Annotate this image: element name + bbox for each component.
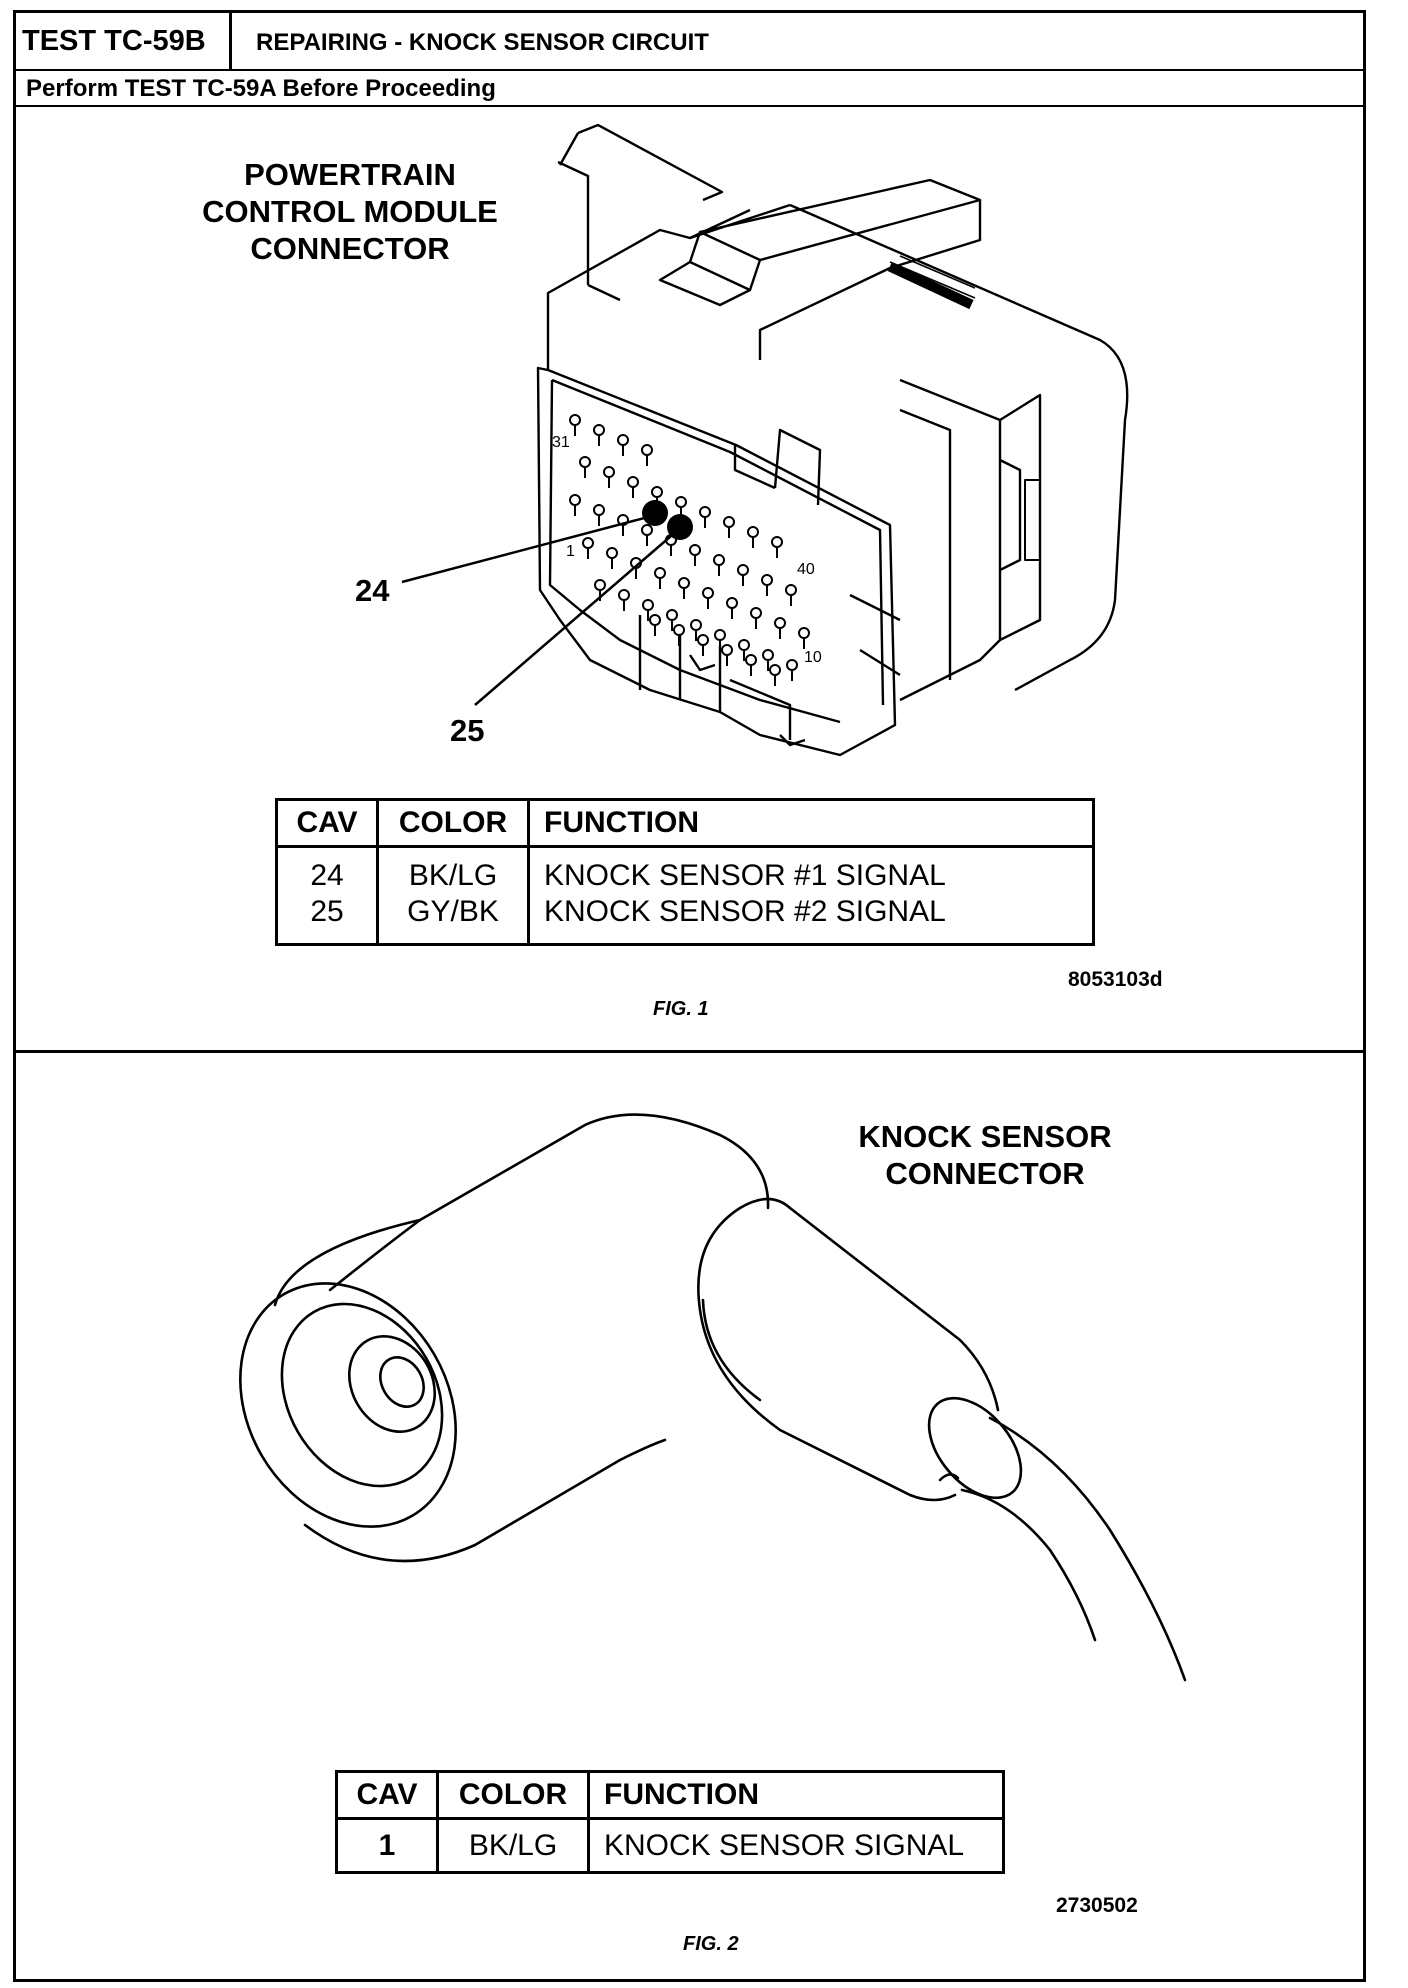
fig2-caption: FIG. 2: [683, 1933, 739, 1955]
connector-pin: [673, 624, 685, 636]
fig2-code: 2730502: [1056, 1894, 1138, 1917]
cav-cell: 24 25: [276, 846, 379, 945]
test-title: REPAIRING - KNOCK SENSOR CIRCUIT: [256, 29, 709, 56]
connector-pin: [642, 599, 654, 611]
connector-pin: [654, 567, 666, 579]
callout-24: 24: [355, 573, 390, 608]
test-subtitle: Perform TEST TC-59A Before Proceeding: [16, 69, 1363, 107]
color-cell: BK/LG: [437, 1818, 590, 1873]
connector-pin: [617, 434, 629, 446]
connector-pin: [771, 536, 783, 548]
test-id: TEST TC-59B: [16, 13, 232, 69]
col-cav-header: CAV: [336, 1771, 439, 1820]
pin-label-1: 1: [566, 543, 575, 560]
connector-pin: [666, 609, 678, 621]
connector-pin: [737, 564, 749, 576]
connector-pin: [798, 627, 810, 639]
col-cav-header: CAV: [276, 799, 379, 848]
knock-sensor-connector-label: KNOCK SENSOR CONNECTOR: [858, 1119, 1112, 1191]
callout-24-leader: [401, 514, 653, 584]
connector-pin: [721, 644, 733, 656]
connector-pin: [697, 634, 709, 646]
col-color-header: COLOR: [377, 799, 530, 848]
connector-pin: [714, 629, 726, 641]
function-cell: KNOCK SENSOR #1 SIGNAL KNOCK SENSOR #2 S…: [544, 859, 946, 928]
cav-cell: 1: [336, 1818, 439, 1873]
callout-25: 25: [450, 713, 485, 748]
connector-pin: [641, 524, 653, 536]
connector-pin: [579, 456, 591, 468]
connector-pin: [675, 496, 687, 508]
service-page: TEST TC-59B REPAIRING - KNOCK SENSOR CIR…: [13, 10, 1366, 1982]
header-row: TEST TC-59B REPAIRING - KNOCK SENSOR CIR…: [16, 13, 1363, 71]
connector-pin: [649, 614, 661, 626]
connector-pin: [747, 526, 759, 538]
connector-pin: [627, 476, 639, 488]
connector-pin: [606, 547, 618, 559]
connector-pin: [761, 574, 773, 586]
knock-sensor-illustration: [239, 1113, 1187, 1682]
connector-pin: [593, 424, 605, 436]
section-divider: [16, 1050, 1363, 1053]
connector-pin: [651, 486, 663, 498]
col-function-header: FUNCTION: [588, 1771, 1004, 1820]
pin-label-10: 10: [804, 649, 822, 666]
connector-pin: [641, 444, 653, 456]
col-function-header: FUNCTION: [528, 799, 1094, 848]
connector-pin: [678, 577, 690, 589]
connector-pin: [774, 617, 786, 629]
function-cell: KNOCK SENSOR SIGNAL: [604, 1828, 965, 1862]
pcm-connector-illustration: [401, 123, 1129, 757]
connector-pin: [750, 607, 762, 619]
color-cell: BK/LG GY/BK: [377, 846, 530, 945]
connector-pins: [569, 414, 810, 686]
pin-label-40: 40: [797, 561, 815, 578]
callout-25-leader: [474, 529, 679, 706]
connector-pin: [738, 639, 750, 651]
connector-pin: [785, 584, 797, 596]
connector-pin: [762, 649, 774, 661]
connector-pin: [786, 659, 798, 671]
connector-pin: [603, 466, 615, 478]
cav-24-pin: [642, 500, 668, 526]
connector-pin: [569, 414, 581, 426]
connector-pin: [699, 506, 711, 518]
connector-pin: [594, 579, 606, 591]
fig1-caption: FIG. 1: [653, 998, 709, 1020]
connector-pin: [582, 537, 594, 549]
connector-pin: [702, 587, 714, 599]
fig1-cavity-table: CAV COLOR FUNCTION 24 25 BK/LG GY/BK KNO…: [275, 798, 1095, 946]
connector-pin: [769, 664, 781, 676]
pcm-connector-label: POWERTRAIN CONTROL MODULE CONNECTOR: [202, 157, 498, 266]
connector-pin: [618, 589, 630, 601]
connector-pin: [745, 654, 757, 666]
pin-label-31: 31: [552, 434, 570, 451]
connector-pin: [689, 544, 701, 556]
fig1-code: 8053103d: [1068, 968, 1163, 991]
connector-pin: [593, 504, 605, 516]
connector-pin: [569, 494, 581, 506]
col-color-header: COLOR: [437, 1771, 590, 1820]
connector-pin: [713, 554, 725, 566]
connector-pin: [726, 597, 738, 609]
connector-pin: [723, 516, 735, 528]
fig2-cavity-table: CAV COLOR FUNCTION 1 BK/LG KNOCK SENSOR …: [335, 1770, 1005, 1874]
connector-pin: [690, 619, 702, 631]
